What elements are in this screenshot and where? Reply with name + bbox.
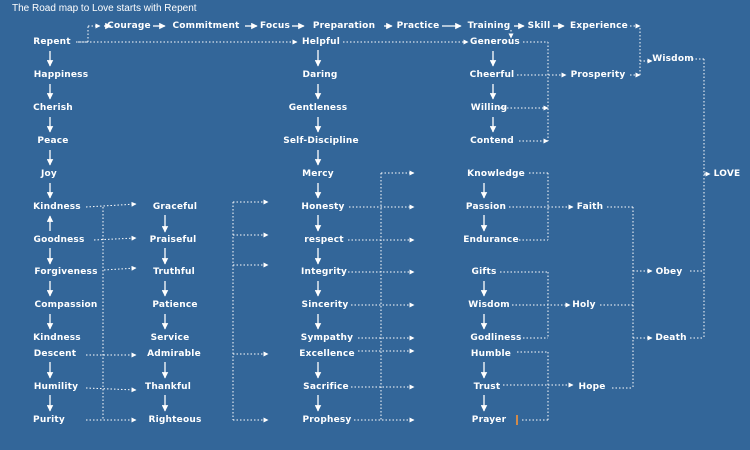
node-goodness: Goodness bbox=[33, 235, 85, 245]
node-helpful: Helpful bbox=[302, 37, 340, 47]
dotted-arrow-connector bbox=[85, 387, 137, 393]
node-skill: Skill bbox=[527, 21, 551, 31]
node-prophesy: Prophesy bbox=[302, 415, 352, 425]
node-excellence: Excellence bbox=[299, 349, 355, 359]
node-passion: Passion bbox=[465, 202, 507, 212]
node-godliness: Godliness bbox=[470, 333, 522, 343]
node-endurance: Endurance bbox=[463, 235, 519, 245]
node-wisdom-col4: Wisdom bbox=[468, 300, 510, 310]
node-prosperity: Prosperity bbox=[570, 70, 626, 80]
node-integrity: Integrity bbox=[300, 267, 348, 277]
node-truthful: Truthful bbox=[153, 267, 195, 277]
node-cheerful: Cheerful bbox=[469, 70, 515, 80]
node-thankful: Thankful bbox=[144, 382, 192, 392]
node-humility: Humility bbox=[33, 382, 79, 392]
node-joy: Joy bbox=[41, 169, 57, 179]
node-self-discipline: Self-Discipline bbox=[283, 136, 359, 146]
node-sympathy: Sympathy bbox=[300, 333, 354, 343]
diagram-title: The Road map to Love starts with Repent bbox=[12, 3, 197, 14]
node-forgiveness: Forgiveness bbox=[34, 267, 98, 277]
node-preparation: Preparation bbox=[312, 21, 376, 31]
node-peace: Peace bbox=[37, 136, 69, 146]
node-descent: Descent bbox=[33, 349, 77, 359]
node-righteous: Righteous bbox=[148, 415, 202, 425]
node-mercy: Mercy bbox=[302, 169, 334, 179]
node-cherish: Cherish bbox=[33, 103, 73, 113]
node-practice: Practice bbox=[396, 21, 440, 31]
node-commitment: Commitment bbox=[172, 21, 240, 31]
dotted-arrow-connector bbox=[85, 201, 137, 208]
node-wisdom: Wisdom bbox=[652, 54, 694, 64]
node-generous: Generous bbox=[470, 37, 520, 47]
node-kindness-2: Kindness bbox=[33, 333, 81, 343]
node-obey: Obey bbox=[655, 267, 683, 277]
node-courage: Courage bbox=[107, 21, 151, 31]
node-graceful: Graceful bbox=[152, 202, 198, 212]
node-service: Service bbox=[150, 333, 190, 343]
node-holy: Holy bbox=[572, 300, 596, 310]
node-kindness: Kindness bbox=[33, 202, 81, 212]
node-death: Death bbox=[655, 333, 687, 343]
node-gifts: Gifts bbox=[471, 267, 497, 277]
node-repent: Repent bbox=[33, 37, 71, 47]
node-patience: Patience bbox=[152, 300, 198, 310]
node-focus: Focus bbox=[259, 21, 291, 31]
node-experience: Experience bbox=[570, 21, 628, 31]
node-happiness: Happiness bbox=[33, 70, 89, 80]
node-purity: Purity bbox=[33, 415, 65, 425]
node-knowledge: Knowledge bbox=[467, 169, 525, 179]
node-trust: Trust bbox=[473, 382, 501, 392]
dotted-arrow-connector bbox=[103, 265, 137, 271]
node-contend: Contend bbox=[470, 136, 514, 146]
node-prayer: Prayer bbox=[471, 415, 507, 425]
node-sacrifice: Sacrifice bbox=[303, 382, 349, 392]
node-sincerity: Sincerity bbox=[301, 300, 349, 310]
node-faith: Faith bbox=[576, 202, 604, 212]
node-respect: respect bbox=[304, 235, 344, 245]
text-cursor-marker bbox=[516, 415, 518, 425]
node-admirable: Admirable bbox=[147, 349, 201, 359]
node-humble: Humble bbox=[470, 349, 512, 359]
node-compassion: Compassion bbox=[34, 300, 98, 310]
node-love: LOVE bbox=[713, 169, 741, 179]
node-honesty: Honesty bbox=[301, 202, 345, 212]
node-willing: Willing bbox=[470, 103, 508, 113]
node-gentleness: Gentleness bbox=[288, 103, 348, 113]
node-training: Training bbox=[467, 21, 511, 31]
node-hope: Hope bbox=[578, 382, 606, 392]
node-daring: Daring bbox=[302, 70, 338, 80]
dotted-arrow-connector bbox=[93, 235, 137, 241]
node-praiseful: Praiseful bbox=[149, 235, 197, 245]
